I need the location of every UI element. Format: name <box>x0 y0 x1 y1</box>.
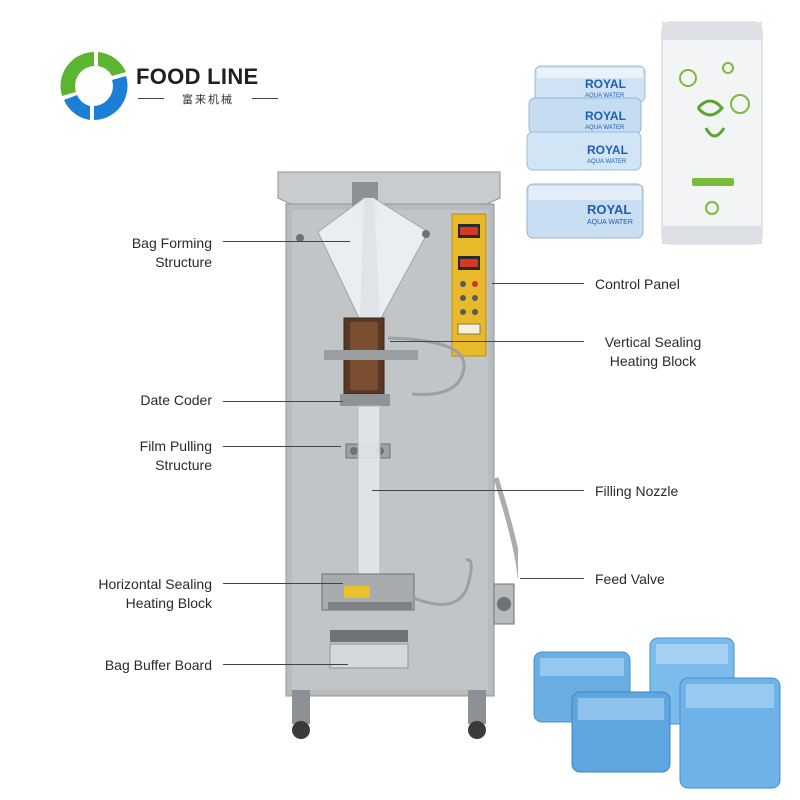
royal-sachet-1-sub: AQUA WATER <box>585 93 625 99</box>
control-panel-box <box>451 213 487 357</box>
label-horizontal-sealing-heating-block: Horizontal Sealing Heating Block <box>70 575 212 613</box>
leader-horizontal-sealing <box>223 583 343 584</box>
label-feed-valve: Feed Valve <box>595 571 665 587</box>
label-filling-nozzle: Filling Nozzle <box>595 483 679 499</box>
royal-sachets-image: ROYAL AQUA WATER ROYAL AQUA WATER ROYAL … <box>526 65 646 239</box>
label-control-panel: Control Panel <box>595 276 680 292</box>
label-horizontal-sealing-line: Horizontal Sealing Heating Block <box>98 576 212 611</box>
water-bag-4 <box>679 677 781 789</box>
royal-sachet-1: ROYAL AQUA WATER <box>534 65 646 103</box>
royal-sachet-3: ROYAL AQUA WATER <box>526 131 642 171</box>
leader-film-pulling <box>223 446 341 447</box>
brand-logo: FOOD LINE 富来机械 <box>56 48 286 128</box>
label-bag-forming-line: Bag Forming Structure <box>131 235 212 270</box>
royal-sachet-4-sub: AQUA WATER <box>587 219 633 226</box>
label-date-coder: Date Coder <box>140 392 212 408</box>
royal-sachet-2-sub: AQUA WATER <box>585 125 625 131</box>
water-bags-image <box>533 637 781 789</box>
label-bag-forming-structure: Bag Forming Structure <box>110 234 212 272</box>
leader-bag-forming <box>223 241 350 242</box>
royal-sachet-2-brand: ROYAL <box>585 109 626 123</box>
royal-sachet-4-brand: ROYAL <box>587 202 631 217</box>
leader-feed-valve <box>520 578 584 579</box>
food-line-logo-icon <box>60 52 128 120</box>
brand-subtitle: 富来机械 <box>138 91 278 107</box>
label-vertical-sealing-line: Vertical Sealing Heating Block <box>604 334 702 369</box>
label-vertical-sealing-heating-block: Vertical Sealing Heating Block <box>590 333 716 371</box>
leader-filling-nozzle <box>372 490 584 491</box>
brand-name: FOOD LINE <box>136 64 259 89</box>
label-film-pulling-structure: Film Pulling Structure <box>110 437 212 475</box>
royal-sachet-3-brand: ROYAL <box>587 143 628 157</box>
leader-control-panel <box>492 283 584 284</box>
royal-sachet-4: ROYAL AQUA WATER <box>526 183 644 239</box>
clear-bag-image <box>661 21 763 245</box>
leader-date-coder <box>223 401 343 402</box>
packing-machine-image <box>277 171 518 739</box>
leader-vertical-sealing <box>390 341 584 342</box>
label-film-pulling-line: Film Pulling Structure <box>139 438 212 473</box>
royal-sachet-3-sub: AQUA WATER <box>587 159 627 165</box>
royal-sachet-1-brand: ROYAL <box>585 77 626 91</box>
leader-bag-buffer <box>223 664 348 665</box>
royal-sachet-2: ROYAL AQUA WATER <box>528 97 642 135</box>
water-bag-3 <box>571 691 671 773</box>
label-bag-buffer-board: Bag Buffer Board <box>104 657 212 673</box>
